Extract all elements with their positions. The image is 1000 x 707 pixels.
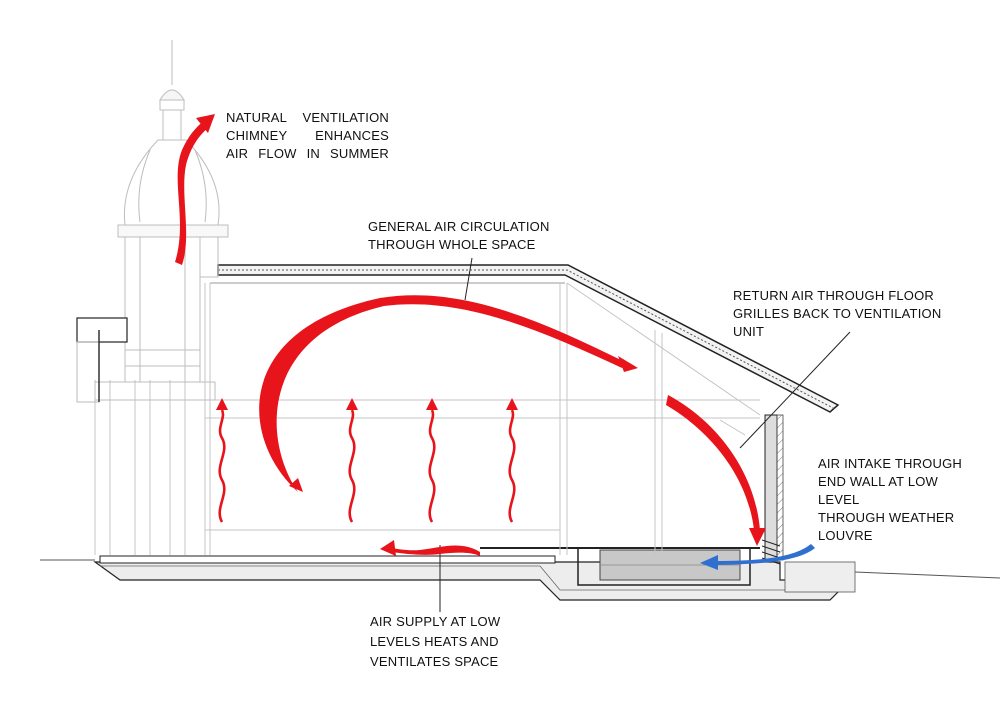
return-air-line-3: UNIT (733, 324, 765, 339)
circulation-line-2: THROUGH WHOLE SPACE (368, 237, 536, 252)
intake-air-arrow (700, 544, 815, 570)
ground-line (40, 559, 1000, 579)
intake-line-3: LEVEL (818, 492, 860, 507)
supply-air-arrow (380, 540, 480, 556)
intake-line-5: LOUVRE (818, 528, 873, 543)
circulation-annotation: GENERAL AIR CIRCULATION THROUGH WHOLE SP… (368, 218, 550, 254)
chimney-airflow-arrow (175, 114, 215, 265)
return-air-annotation: RETURN AIR THROUGH FLOOR GRILLES BACK TO… (733, 287, 941, 341)
intake-annotation: AIR INTAKE THROUGH END WALL AT LOW LEVEL… (818, 455, 962, 545)
intake-line-4: THROUGH WEATHER (818, 510, 955, 525)
chimney-line-3: AIR FLOW IN SUMMER (226, 146, 389, 161)
return-air-arrow (666, 395, 766, 546)
rising-heat-arrows (218, 409, 516, 523)
supply-annotation: AIR SUPPLY AT LOW LEVELS HEATS AND VENTI… (370, 612, 500, 672)
leader-lines (439, 257, 851, 612)
chimney-line-2: CHIMNEY ENHANCES (226, 128, 389, 143)
end-wall (761, 414, 856, 593)
chimney-side-box (76, 317, 128, 403)
supply-line-3: VENTILATES SPACE (370, 654, 499, 669)
chimney-line-1: NATURAL VENTILATION (226, 110, 389, 125)
circulation-line-1: GENERAL AIR CIRCULATION (368, 219, 550, 234)
intake-line-2: END WALL AT LOW (818, 474, 939, 489)
supply-line-1: AIR SUPPLY AT LOW (370, 614, 501, 629)
intake-line-1: AIR INTAKE THROUGH (818, 456, 962, 471)
rising-heat-arrowheads (216, 398, 518, 410)
return-air-line-2: GRILLES BACK TO VENTILATION (733, 306, 942, 321)
ventilation-chimney (94, 40, 229, 401)
supply-line-2: LEVELS HEATS AND (370, 634, 499, 649)
chimney-annotation: NATURAL VENTILATION CHIMNEY ENHANCES AIR… (226, 109, 389, 163)
circulation-arrow (259, 295, 638, 492)
return-air-line-1: RETURN AIR THROUGH FLOOR (733, 288, 935, 303)
